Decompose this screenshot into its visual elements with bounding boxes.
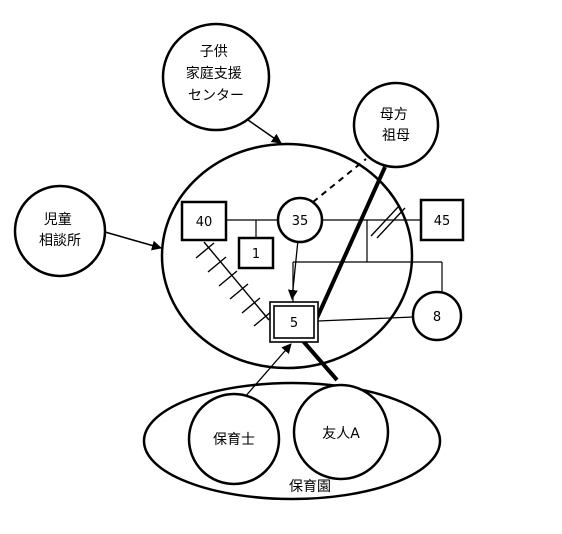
divorce-mark-2 bbox=[376, 207, 406, 239]
bokata-sobo-line-1: 母方 bbox=[380, 107, 408, 123]
hoikuen-boundary bbox=[142, 381, 442, 501]
stressful-link-father-client bbox=[195, 241, 273, 327]
mother-to-client-arrow bbox=[287, 239, 299, 300]
jido-sodanjo-arrow bbox=[104, 231, 162, 251]
link-client-sibling8 bbox=[317, 316, 414, 322]
kodomo-katei-shien-line-1: 子供 bbox=[200, 44, 228, 60]
sibling-8-age: 8 bbox=[433, 310, 441, 325]
yujin-a-node bbox=[292, 383, 390, 481]
sibling-8-node bbox=[411, 290, 463, 342]
hoikushi-to-client-arrow bbox=[243, 343, 292, 399]
sibling-1-node bbox=[237, 236, 275, 270]
strong-link-client-grandmother bbox=[315, 166, 387, 319]
sibling-1-age: 1 bbox=[252, 247, 260, 262]
hoikuen-label: 保育園 bbox=[289, 479, 331, 495]
kodomo-katei-shien-line-2: 家庭支援 bbox=[186, 65, 242, 82]
weak-link-mother-grandmother bbox=[312, 158, 367, 203]
father-age: 40 bbox=[196, 215, 213, 230]
client-age: 5 bbox=[290, 316, 298, 331]
client-node-inner bbox=[273, 305, 315, 339]
svg-text:母方 祖母: 母方 祖母 bbox=[380, 107, 412, 144]
ex-partner-age: 45 bbox=[434, 214, 451, 229]
strong-link-client-friendA bbox=[301, 339, 339, 382]
jido-sodanjo-line-2: 相談所 bbox=[39, 233, 81, 249]
father-node bbox=[180, 200, 228, 242]
svg-text:児童 相談所: 児童 相談所 bbox=[39, 211, 81, 249]
divorce-mark-1 bbox=[370, 205, 400, 237]
bokata-sobo-node bbox=[352, 81, 440, 169]
mother-age: 35 bbox=[292, 214, 309, 229]
hoikushi-label: 保育士 bbox=[213, 432, 255, 448]
ex-partner-node bbox=[419, 198, 465, 242]
jido-sodanjo-line-1: 児童 bbox=[44, 211, 72, 228]
kodomo-shien-arrow bbox=[247, 119, 282, 144]
svg-text:子供 家庭支援 センター: 子供 家庭支援 センター bbox=[186, 44, 246, 104]
kodomo-katei-shien-line-3: センター bbox=[188, 88, 244, 104]
mother-node bbox=[276, 196, 324, 244]
jido-sodanjo-node bbox=[13, 184, 107, 278]
kodomo-katei-shien-node bbox=[161, 22, 271, 132]
yujin-a-label: 友人A bbox=[322, 426, 360, 442]
hoikushi-node bbox=[187, 392, 281, 486]
bokata-sobo-line-2: 祖母 bbox=[382, 128, 410, 144]
household-boundary bbox=[160, 142, 414, 370]
